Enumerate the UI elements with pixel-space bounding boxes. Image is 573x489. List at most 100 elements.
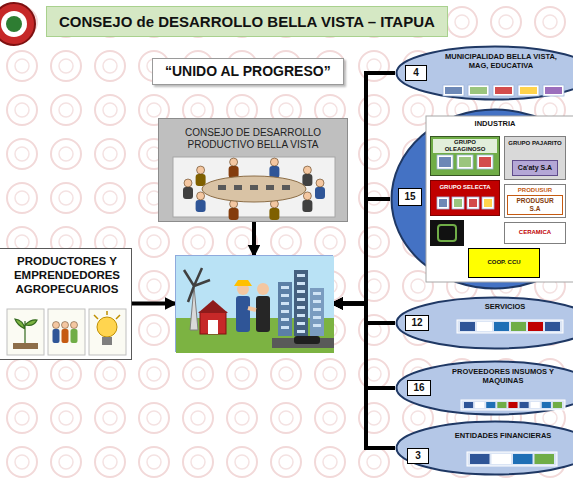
building-window: [313, 324, 321, 327]
callout-number: 12: [405, 315, 429, 331]
member-logo: [470, 454, 490, 464]
person-icon: [62, 322, 69, 329]
person-icon: [62, 329, 69, 343]
industry-ellipse: INDUSTRIA 15 GRUPO OLEAGINOSO GRUPO PAJARIT…: [390, 108, 573, 290]
node-sublabel: Ca'aty S.A: [512, 160, 558, 176]
building-window: [297, 282, 305, 285]
company-logo: [430, 220, 464, 246]
node-label: 15: [404, 191, 415, 203]
logo-seal: [6, 16, 22, 32]
motto-box: “UNIDO AL PROGRESO”: [152, 58, 344, 85]
building-window: [297, 314, 305, 317]
member-logo: [511, 322, 526, 331]
node-label: 12: [411, 317, 422, 329]
laptop: [218, 185, 226, 190]
person-icon: [53, 322, 60, 329]
logo-strip: [457, 320, 563, 333]
group-ellipse: [397, 422, 573, 475]
member-logo: [437, 197, 449, 209]
member-logo-mark: [459, 157, 471, 167]
member-logo-mark: [495, 87, 512, 94]
producers-box: PRODUCTORES Y EMPRENDEDORES AGROPECUARIO…: [0, 248, 132, 360]
callout-number: 15: [398, 188, 422, 206]
group-ellipse: PROVEEDORES INSUMOS Y MAQUINAS 16: [395, 360, 573, 416]
meeting-person-head: [316, 179, 324, 187]
member-logo: [545, 322, 560, 331]
company-group: GRUPO SELECTA: [430, 180, 500, 216]
icon-frame: [7, 309, 44, 355]
group-ellipse: [397, 298, 573, 349]
member-logo: [477, 155, 493, 169]
logo-strip: [467, 452, 557, 466]
barn-roof: [198, 300, 228, 313]
member-logo: [437, 155, 453, 169]
car: [294, 336, 320, 344]
node-label: “UNIDO AL PROGRESO”: [165, 63, 331, 80]
member-logo: [543, 85, 564, 96]
building-window: [313, 308, 321, 311]
node-label: GRUPO PAJARITO: [508, 140, 561, 147]
member-logo: [482, 197, 494, 209]
member-logo: [520, 402, 529, 408]
node-label: 16: [413, 382, 424, 394]
meeting-person-head: [270, 158, 278, 166]
node-label: CERAMICA: [519, 229, 551, 236]
farmer-hat: [234, 280, 252, 286]
node-label: COOP. CCU: [487, 259, 520, 266]
building: [278, 282, 292, 336]
group-ellipse: [397, 47, 573, 100]
node-label: GRUPO OLEAGINOSO: [433, 139, 497, 153]
meeting-person: [302, 200, 312, 212]
member-logo: [508, 402, 517, 408]
member-logo: [518, 85, 539, 96]
member-logo-mark: [454, 199, 462, 207]
member-logo: [443, 85, 464, 96]
meeting-person-head: [303, 192, 311, 200]
callout-number: 16: [407, 380, 431, 396]
node-picture: [176, 256, 334, 353]
connector-arrow: [252, 222, 256, 255]
building-window: [281, 286, 289, 289]
building-window: [297, 298, 305, 301]
member-logo: [467, 197, 479, 209]
building-window: [281, 302, 289, 305]
building-window: [281, 326, 289, 329]
member-logo: [486, 402, 495, 408]
building-window: [281, 318, 289, 321]
building-window: [313, 300, 321, 303]
member-logo: [475, 402, 484, 408]
member-logo: [542, 402, 551, 408]
logo-seal: [0, 3, 35, 45]
member-logo-mark: [445, 87, 462, 94]
meeting-scene: [173, 157, 335, 217]
meeting-person-head: [197, 192, 205, 200]
node-label: 3: [415, 450, 421, 462]
meeting-person-head: [230, 158, 238, 166]
member-logo: [492, 454, 512, 464]
group-ellipse: [392, 110, 573, 289]
member-logo: [493, 85, 514, 96]
meeting-person: [183, 187, 193, 199]
building-window: [313, 292, 321, 295]
meeting-person-head: [184, 179, 192, 187]
connector-arrow: [132, 302, 175, 306]
node-label: PROVEEDORES INSUMOS Y MAQUINAS: [441, 367, 565, 385]
building-window: [297, 306, 305, 309]
node-label: PRODUCTORES Y EMPRENDEDORES AGROPECUARIO…: [9, 255, 125, 296]
meeting-table: [202, 176, 306, 202]
member-logo-mark: [439, 157, 451, 167]
building-window: [281, 310, 289, 313]
node-label: 4: [413, 67, 419, 79]
member-logo: [535, 454, 555, 464]
meeting-person-head: [197, 166, 205, 174]
member-logo: [553, 402, 562, 408]
windmill-blades: [184, 268, 210, 302]
lightbulb-rays: [94, 311, 120, 319]
callout-number: 4: [405, 65, 427, 81]
soil: [13, 343, 38, 349]
callout-number: 3: [407, 448, 429, 464]
laptop: [282, 185, 290, 190]
person-icon: [71, 322, 78, 329]
person-icon: [71, 329, 78, 343]
node-label: INDUSTRIA: [475, 119, 516, 128]
